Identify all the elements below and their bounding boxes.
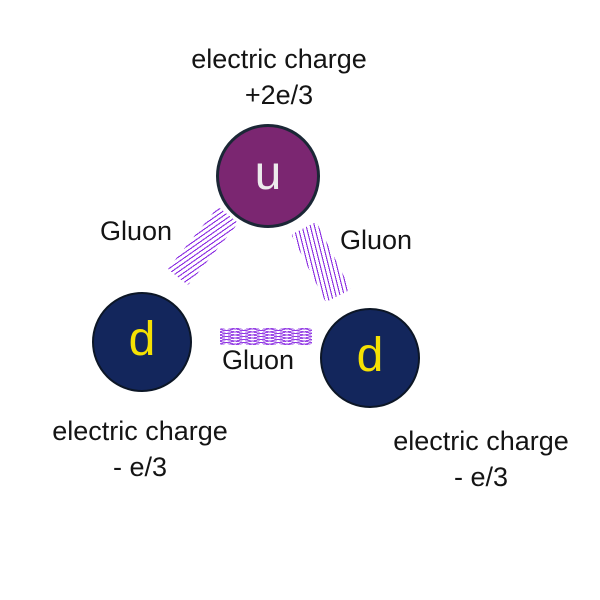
gluon-label-right: Gluon [340,225,413,255]
down-quark-left-charge-label: electric charge - e/3 [20,413,260,485]
down-quark-right-symbol: d [356,329,384,382]
down-quark-left-circle: d [92,292,192,392]
down-quark-left-charge-label-line1: electric charge [52,416,228,446]
up-quark-charge-label-line1: electric charge [191,44,367,74]
up-quark-charge-label-line2: +2e/3 [244,80,314,110]
up-quark-symbol: u [254,147,282,200]
up-quark-charge-label: electric charge +2e/3 [159,41,399,113]
down-quark-right-charge-label-line1: electric charge [393,426,569,456]
down-quark-right-charge-label: electric charge - e/3 [361,423,600,495]
gluon-band-left [167,206,239,286]
down-quark-right-circle: d [320,308,420,408]
up-quark-circle: u [216,124,320,228]
gluon-band-bottom [220,328,312,345]
down-quark-left-symbol: d [128,313,156,366]
down-quark-left-charge-label-line2: - e/3 [112,452,168,482]
down-quark-right-charge-label-line2: - e/3 [453,462,509,492]
gluon-label-bottom: Gluon [221,345,295,375]
gluon-label-left: Gluon [100,216,173,246]
